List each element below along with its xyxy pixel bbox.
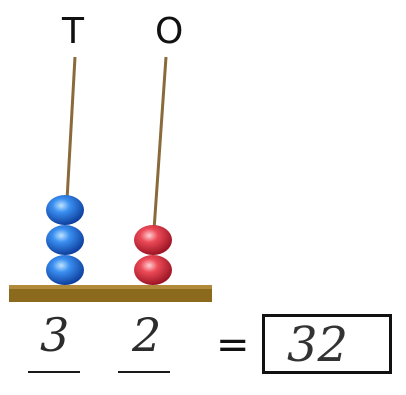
answer-value: 32	[287, 317, 349, 373]
ones-column-label: O	[155, 11, 184, 52]
answer-box: 32	[262, 314, 392, 374]
ones-rod	[152, 56, 168, 231]
tens-rod	[65, 56, 77, 201]
tens-bead	[46, 195, 84, 225]
ones-digit: 2	[132, 308, 162, 362]
tens-digit: 3	[40, 308, 70, 362]
tens-bead	[46, 255, 84, 285]
ones-bead	[134, 255, 172, 285]
tens-answer-line	[28, 371, 80, 373]
ones-bead	[134, 225, 172, 255]
tens-column-label: T	[62, 11, 84, 52]
abacus-base	[9, 285, 212, 302]
ones-answer-line	[118, 371, 170, 373]
tens-bead	[46, 225, 84, 255]
equals-sign: =	[216, 322, 250, 368]
tens-beads	[46, 195, 84, 285]
ones-beads	[134, 225, 172, 285]
